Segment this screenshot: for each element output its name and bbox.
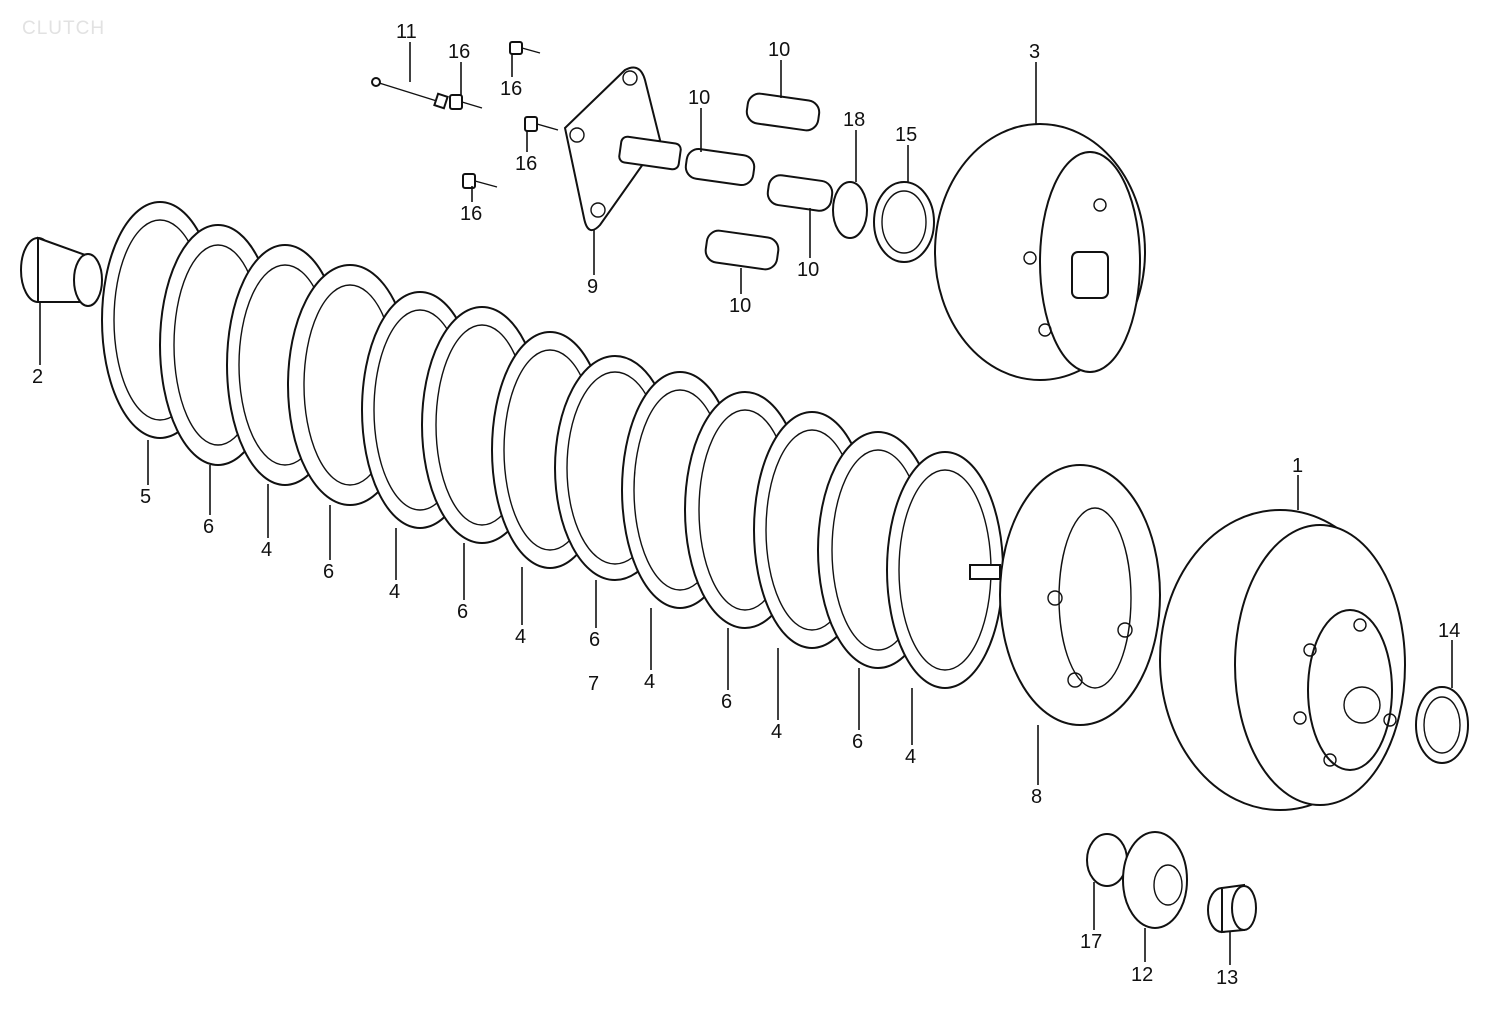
circlip-17	[1086, 833, 1128, 887]
callout-4: 4	[771, 721, 782, 743]
screw-16-upper	[509, 41, 541, 55]
callout-12: 12	[1131, 964, 1153, 986]
callout-6: 6	[852, 731, 863, 753]
callout-10: 10	[768, 39, 790, 61]
callout-16: 16	[448, 41, 470, 63]
bushing-2	[20, 236, 103, 307]
callout-8: 8	[1031, 786, 1042, 808]
callout-1: 1	[1292, 455, 1303, 477]
diagram-title-watermark: CLUTCH	[22, 18, 106, 39]
plate-stack	[101, 201, 1004, 689]
washer-15	[873, 181, 935, 263]
callout-7: 7	[588, 673, 599, 695]
callout-labels: 11 16 16 16 16 10 10 10 10 18 15 3 9 2 5…	[32, 21, 1460, 989]
callout-4: 4	[905, 746, 916, 768]
leader-lines	[39, 42, 1453, 965]
screw-16-lower	[462, 173, 498, 189]
lifter-plate-9	[563, 66, 682, 232]
callout-2: 2	[32, 366, 43, 388]
callout-10: 10	[797, 259, 819, 281]
callout-6: 6	[203, 516, 214, 538]
callout-10: 10	[688, 87, 710, 109]
callout-6: 6	[457, 601, 468, 623]
callout-14: 14	[1438, 620, 1460, 642]
screw-16-top	[449, 94, 483, 110]
pressure-plate-8	[969, 464, 1161, 726]
callout-15: 15	[895, 124, 917, 146]
screw-16-mid	[524, 116, 559, 132]
callout-4: 4	[515, 626, 526, 648]
callout-11: 11	[396, 21, 417, 43]
callout-16: 16	[515, 153, 537, 175]
callout-16: 16	[500, 78, 522, 100]
callout-10: 10	[729, 295, 751, 317]
callout-13: 13	[1216, 967, 1238, 989]
callout-4: 4	[261, 539, 272, 561]
springs-10	[684, 92, 834, 271]
callout-6: 6	[721, 691, 732, 713]
callout-4: 4	[389, 581, 400, 603]
callout-18: 18	[843, 109, 865, 131]
callout-5: 5	[140, 486, 151, 508]
circlip-18	[832, 181, 868, 239]
callout-9: 9	[587, 276, 598, 298]
clutch-center-3	[934, 123, 1146, 381]
callout-6: 6	[323, 561, 334, 583]
bushing-13	[1207, 883, 1257, 934]
callout-17: 17	[1080, 931, 1102, 953]
bolt-11	[371, 77, 449, 110]
callout-6: 6	[589, 629, 600, 651]
clutch-outer-1	[1159, 509, 1406, 811]
callout-16: 16	[460, 203, 482, 225]
callout-4: 4	[644, 671, 655, 693]
gear-12	[1122, 831, 1188, 929]
callout-3: 3	[1029, 41, 1040, 63]
